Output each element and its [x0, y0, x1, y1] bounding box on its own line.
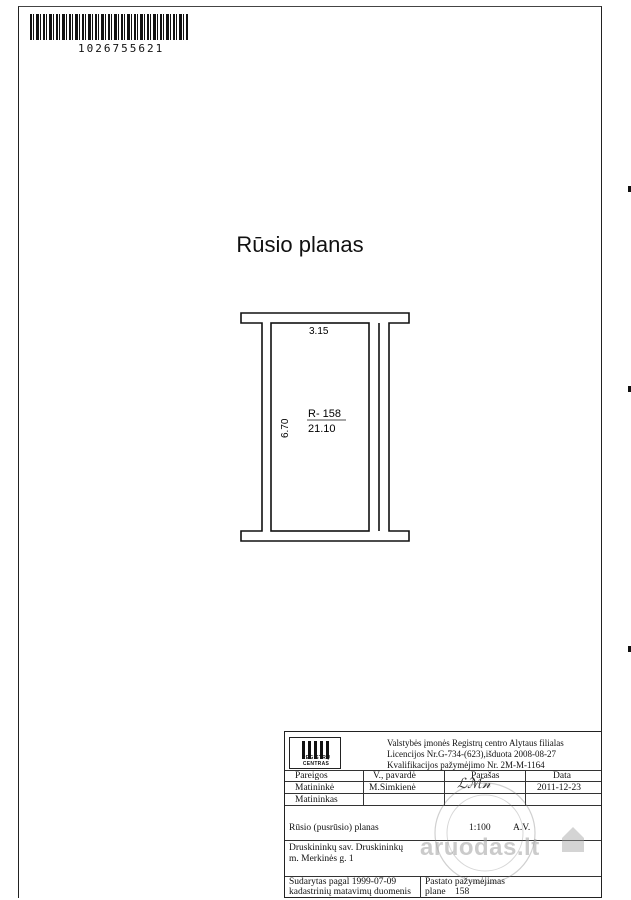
surveyor-signature: ℒℳ𝓃: [457, 776, 491, 792]
org-line-2: Licencijos Nr.G-734-(623),išduota 2008-0…: [387, 749, 556, 759]
outer-wall: [240, 312, 410, 542]
columns-icon: [302, 741, 330, 759]
header-role: Pareigos: [295, 771, 328, 781]
header-signature: Parašas: [471, 771, 500, 781]
header-date: Data: [553, 771, 571, 781]
building-mark-label: Pastato pažymėjimas: [425, 877, 505, 887]
width-dimension: 3.15: [309, 326, 329, 337]
barcode: [30, 14, 188, 40]
building-mark-value: 158: [455, 887, 470, 897]
title-block: REGISTRŲ CENTRAS Valstybės įmonės Regist…: [284, 731, 602, 898]
building-mark-label-2: plane: [425, 887, 446, 897]
page-title: Rūsio planas: [236, 232, 364, 257]
plan-scale: 1:100: [469, 823, 491, 833]
house-icon: [562, 827, 584, 852]
page-border: [18, 6, 602, 898]
logo-text: REGISTRŲ CENTRAS: [301, 755, 331, 767]
address-line-2: m. Merkinės g. 1: [289, 854, 354, 864]
registru-centras-logo: REGISTRŲ CENTRAS: [289, 737, 341, 769]
official-stamp: [434, 782, 536, 884]
org-line-3: Kvalifikacijos pažymėjimo Nr. 2M-M-1164: [387, 760, 545, 770]
compiled-line-1: Sudarytas pagal 1999-07-09: [289, 877, 397, 887]
barcode-number: 1026755621: [78, 42, 165, 55]
header-name: V., pavardė: [373, 771, 416, 781]
watermark: aruodas.lt: [420, 834, 540, 861]
room-outline: [270, 322, 370, 532]
length-dimension: 6.70: [280, 418, 291, 438]
plan-name: Rūsio (pusrūsio) planas: [289, 823, 379, 833]
room-code: R- 158: [308, 408, 341, 420]
row-name: M.Šimkienė: [369, 783, 416, 793]
edge-mark: [628, 646, 631, 652]
sheet-code: A.V.: [513, 823, 531, 833]
row-date: 2011-12-23: [537, 783, 581, 793]
compiled-line-2: kadastrinių matavimų duomenis: [289, 887, 411, 897]
address-line-1: Druskininkų sav. Druskininkų: [289, 843, 404, 853]
room-area: 21.10: [308, 423, 336, 435]
edge-mark: [628, 386, 631, 392]
row-role: Matininkė: [295, 783, 335, 793]
org-line-1: Valstybės įmonės Registrų centro Alytaus…: [387, 738, 564, 748]
row-role: Matininkas: [295, 795, 338, 805]
edge-mark: [628, 186, 631, 192]
